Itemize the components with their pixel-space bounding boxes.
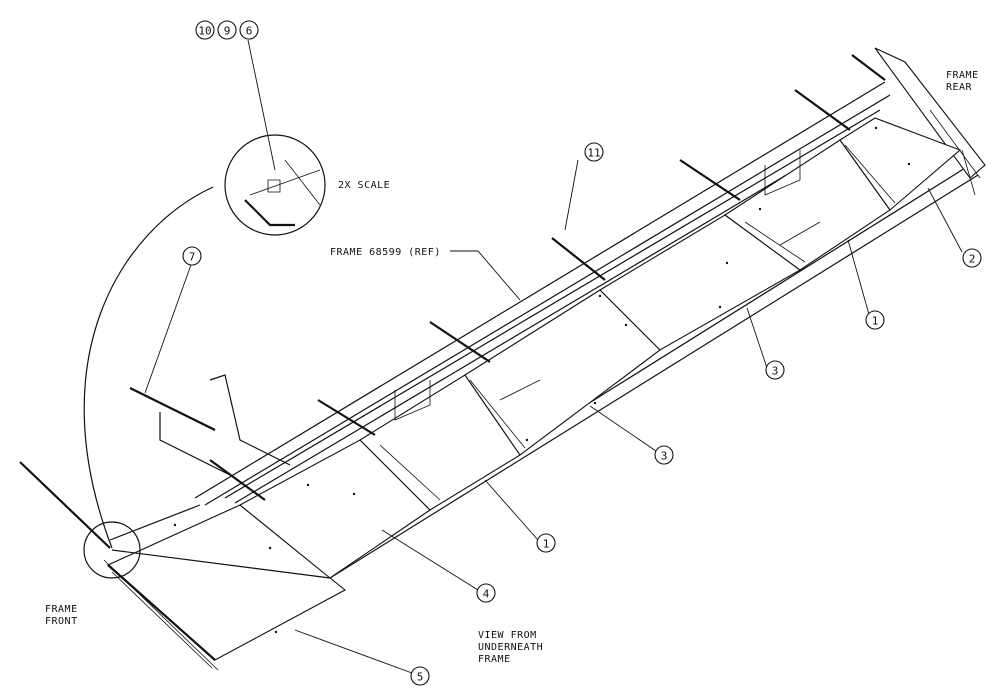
svg-text:2: 2 bbox=[969, 253, 976, 266]
frame-ref-label: FRAME 68599 (REF) bbox=[330, 247, 441, 258]
callout-10: 10 bbox=[195, 20, 215, 40]
callout-1-upper: 1 bbox=[865, 310, 885, 330]
rivet-dots bbox=[173, 126, 911, 634]
callout-7: 7 bbox=[182, 246, 202, 266]
callout-3-upper: 3 bbox=[765, 360, 785, 380]
svg-text:3: 3 bbox=[772, 365, 779, 378]
callout-3-lower: 3 bbox=[654, 445, 674, 465]
view-label-1: VIEW FROM bbox=[478, 630, 537, 641]
detail-source-circle bbox=[83, 521, 141, 579]
svg-text:4: 4 bbox=[483, 588, 490, 601]
svg-text:1: 1 bbox=[543, 538, 550, 551]
frame-rear-label-2: REAR bbox=[946, 82, 973, 93]
callout-11: 11 bbox=[584, 142, 604, 162]
frame-assembly bbox=[19, 47, 986, 671]
svg-text:7: 7 bbox=[189, 251, 196, 264]
scale-label: 2X SCALE bbox=[338, 180, 390, 191]
frame-front-label-2: FRONT bbox=[45, 616, 78, 627]
rear-plate bbox=[874, 47, 986, 179]
leader-lines bbox=[144, 39, 963, 674]
detail-arc bbox=[83, 186, 214, 549]
panel-section-4 bbox=[839, 117, 962, 211]
svg-text:5: 5 bbox=[417, 671, 424, 684]
frame-rear-label-1: FRAME bbox=[946, 70, 979, 81]
callout-1-lower: 1 bbox=[536, 533, 556, 553]
view-label-3: FRAME bbox=[478, 654, 511, 665]
callout-4: 4 bbox=[476, 583, 496, 603]
svg-text:3: 3 bbox=[661, 450, 668, 463]
frame-front-label-1: FRAME bbox=[45, 604, 78, 615]
svg-text:6: 6 bbox=[246, 25, 253, 38]
svg-text:11: 11 bbox=[587, 147, 600, 160]
svg-text:10: 10 bbox=[198, 25, 211, 38]
callout-9: 9 bbox=[217, 20, 237, 40]
callout-5: 5 bbox=[410, 666, 430, 686]
callout-6: 6 bbox=[239, 20, 259, 40]
svg-text:1: 1 bbox=[872, 315, 879, 328]
detail-view bbox=[83, 134, 326, 579]
svg-text:9: 9 bbox=[224, 25, 231, 38]
callout-2: 2 bbox=[962, 248, 982, 268]
view-label-2: UNDERNEATH bbox=[478, 642, 543, 653]
